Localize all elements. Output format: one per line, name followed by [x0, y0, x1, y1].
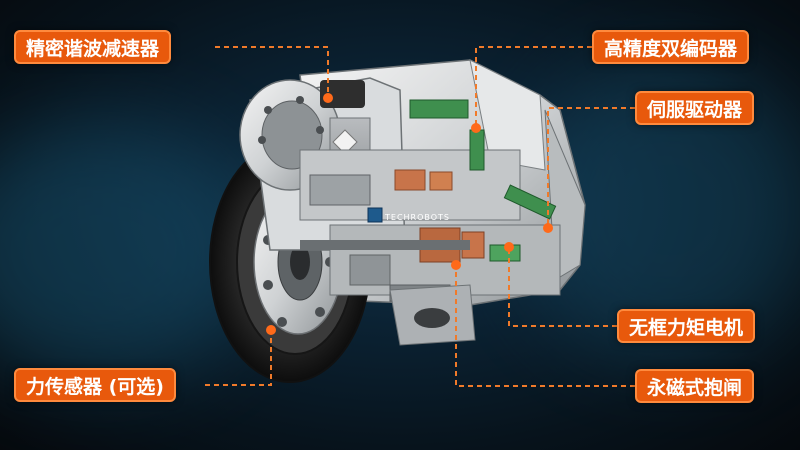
leader-harmonic-reducer — [215, 46, 329, 98]
label-dual-encoder: 高精度双编码器 — [592, 30, 750, 64]
endpoint-harmonic-reducer — [323, 93, 333, 103]
leader-servo-driver — [547, 107, 635, 228]
label-harmonic-reducer: 精密谐波减速器 — [14, 30, 172, 64]
endpoint-servo-driver — [543, 223, 553, 233]
endpoint-dual-encoder — [471, 123, 481, 133]
leader-dual-encoder — [475, 46, 592, 128]
label-brake: 永磁式抱闸 — [635, 369, 755, 403]
internal-section — [299, 99, 561, 302]
label-frameless-motor: 无框力矩电机 — [617, 309, 756, 343]
endpoint-torque-sensor — [266, 325, 276, 335]
leader-torque-sensor — [205, 330, 272, 386]
leader-endpoints — [266, 93, 553, 335]
logo-text: TECHROBOTS — [384, 213, 450, 222]
endpoint-brake — [451, 260, 461, 270]
leader-lines — [205, 46, 635, 387]
label-torque-sensor: 力传感器 (可选) — [14, 368, 176, 402]
brand-logo: TECHROBOTS — [367, 207, 450, 223]
label-servo-driver: 伺服驱动器 — [635, 91, 755, 125]
leader-frameless-motor — [508, 247, 617, 327]
endpoint-frameless-motor — [504, 242, 514, 252]
brake-housing — [389, 284, 476, 346]
